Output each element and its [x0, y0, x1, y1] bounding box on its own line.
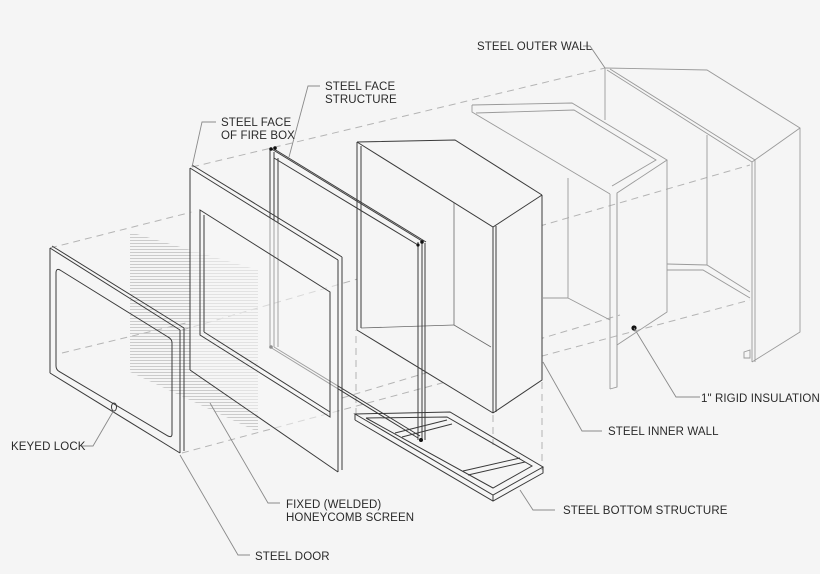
steel-door — [49, 245, 185, 454]
rigid-insulation — [471, 102, 668, 390]
steel-outer-wall — [604, 67, 801, 363]
leader-lines — [82, 45, 700, 556]
label-steel-outer-wall: STEEL OUTER WALL — [477, 41, 593, 53]
label-steel-door: STEEL DOOR — [255, 551, 330, 563]
label-steel-bottom-structure: STEEL BOTTOM STRUCTURE — [563, 505, 728, 517]
label-keyed-lock: KEYED LOCK — [11, 441, 86, 453]
label-rigid-insulation: 1" RIGID INSULATION — [701, 393, 820, 405]
keyed-lock-icon — [111, 402, 117, 412]
label-steel-face-structure-line1: STEEL FACE — [325, 81, 395, 93]
label-honeycomb-screen-line2: HONEYCOMB SCREEN — [286, 512, 414, 524]
label-steel-inner-wall: STEEL INNER WALL — [608, 426, 719, 438]
label-steel-face-fire-box-line1: STEEL FACE — [221, 117, 291, 129]
steel-bottom-structure — [353, 411, 545, 502]
steel-inner-wall — [356, 139, 543, 414]
label-steel-face-structure-line2: STRUCTURE — [325, 94, 397, 106]
label-honeycomb-screen-line1: FIXED (WELDED) — [286, 499, 381, 511]
steel-face-of-fire-box — [189, 164, 343, 473]
labels: STEEL OUTER WALL STEEL FACE STRUCTURE ST… — [11, 41, 820, 563]
label-steel-face-fire-box-line2: OF FIRE BOX — [221, 130, 295, 142]
